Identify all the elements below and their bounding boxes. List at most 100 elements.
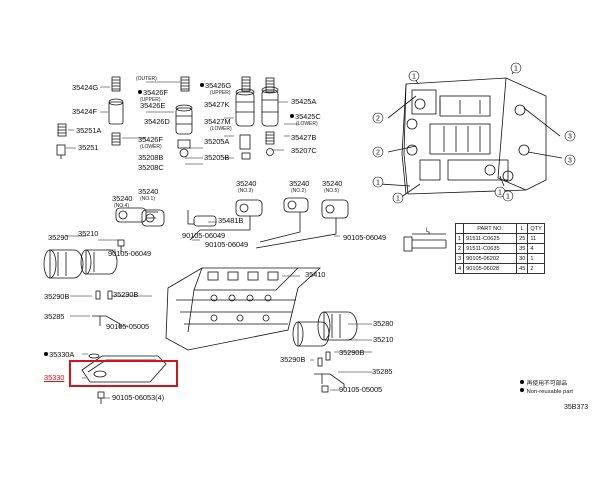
callout-3-a: 3	[564, 130, 576, 142]
label-35285-left: 35285	[44, 312, 65, 321]
table-header: QTY	[527, 223, 545, 234]
spring-35427b	[265, 131, 275, 145]
table-cell: 25	[516, 233, 529, 244]
label-35424f: 35424F	[72, 107, 97, 116]
callout-1-b: 1	[510, 62, 522, 74]
label-35285-right: 35285	[372, 367, 393, 376]
spring-35426f-upper	[180, 76, 190, 92]
label-35240-c: 35240	[236, 179, 257, 188]
table-cell: 1	[527, 253, 545, 264]
label-35426f-bottom: 35426F	[138, 135, 163, 144]
leader-lines	[66, 81, 372, 399]
dimension-bolt	[403, 232, 447, 252]
table-cell: 90105-06202	[463, 253, 518, 264]
label-35280: 35280	[373, 319, 394, 328]
label-35210-left: 35210	[78, 229, 99, 238]
label-90105-06049-b: 90105-06049	[205, 240, 249, 249]
table-cell: 91511-C0635	[463, 243, 518, 254]
callout-text: 1	[506, 194, 510, 201]
sublabel-lower-c: (LOWER)	[296, 121, 318, 127]
sublabel-no3: (NO.3)	[238, 188, 253, 194]
label-35290b-mid: 35290B	[113, 290, 139, 299]
callout-text: 3	[568, 134, 572, 141]
label-90105-05005-b: 90105-05005	[339, 385, 383, 394]
label-35410: 35410	[305, 270, 326, 279]
valve-body-35410	[165, 267, 322, 351]
plug-35426e	[175, 104, 193, 135]
callout-text: 1	[376, 180, 380, 187]
bolt-parts-table: PART NO. L QTY 1 91511-C0625 25 11 2 915…	[454, 223, 545, 274]
sublabel-upper-b: (UPPER)	[210, 90, 231, 96]
non-reusable-dot	[44, 352, 48, 356]
label-35240-e: 35240	[322, 179, 343, 188]
label-90105-06049-c: 90105-06049	[343, 233, 387, 242]
label-90105-06049-a: 90105-06049	[182, 231, 226, 240]
table-cell: 91511-C0625	[463, 233, 518, 244]
diagram-reference-code: 35B373	[564, 404, 589, 411]
label-35427k: 35427K	[204, 100, 230, 109]
callout-1-a: 1	[408, 70, 420, 82]
legend-line-en: Non-reusable part	[520, 388, 573, 396]
label-35330-highlighted[interactable]: 35330	[44, 373, 65, 382]
label-35208c: 35208C	[138, 163, 164, 172]
label-90105-05005-a: 90105-05005	[106, 322, 150, 331]
callout-text: 2	[376, 150, 380, 157]
label-35290: 35290	[48, 233, 69, 242]
spring-35424g	[111, 76, 121, 92]
callout-1-d: 1	[392, 192, 404, 204]
table-cell: 90105-06028	[463, 263, 518, 274]
sublabel-no5: (NO.5)	[324, 188, 339, 194]
callout-2-b: 2	[372, 146, 384, 158]
solenoid-35481b	[193, 215, 217, 227]
sublabel-lower-a: (LOWER)	[140, 144, 162, 150]
table-cell: 11	[527, 233, 545, 244]
table-row: 3 90105-06202 30 1	[454, 253, 545, 264]
spring-35426g	[241, 76, 275, 93]
plug-35205a	[239, 134, 251, 160]
non-reusable-dot	[520, 380, 524, 384]
bolt-90105-06053	[97, 391, 105, 404]
plug-35424f	[108, 98, 124, 125]
label-35426g: 35426G	[200, 82, 231, 90]
label-35205b: 35205B	[204, 153, 230, 162]
table-header: L	[516, 223, 529, 234]
label-35290b-right1: 35290B	[339, 348, 365, 357]
valve-body-assembly-overview	[379, 67, 563, 199]
label-35210-right: 35210	[373, 335, 394, 344]
oring-35330a	[88, 353, 100, 359]
label-35427b: 35427B	[291, 133, 317, 142]
legend-line-jp: 再使用不可部品	[520, 380, 573, 388]
non-reusable-dot	[290, 114, 294, 118]
table-cell: 2	[527, 263, 545, 274]
solenoid-35240-no3	[235, 199, 263, 230]
spring-35426f-lower	[111, 132, 121, 146]
label-35240-d: 35240	[289, 179, 310, 188]
sublabel-lower-b: (LOWER)	[210, 126, 232, 132]
table-cell: 30	[516, 253, 529, 264]
label-35240-a: 35240	[112, 194, 133, 203]
plug-35426d	[177, 139, 191, 149]
label-35426e: 35426E	[140, 101, 166, 110]
label-90105-06053: 90105-06053(4)	[112, 393, 164, 402]
plug-35290b-left	[95, 290, 101, 300]
label-35290b-right2: 35290B	[280, 355, 306, 364]
sublabel-no4: (NO.4)	[114, 203, 129, 209]
non-reusable-dot	[520, 388, 524, 392]
table-cell: 3	[454, 253, 465, 264]
wire-harness	[187, 210, 337, 249]
callout-2-a: 2	[372, 112, 384, 124]
callout-text: 1	[498, 190, 502, 197]
table-row: 4 90105-06028 45 2	[454, 263, 545, 274]
callout-text: 2	[376, 116, 380, 123]
legend-text-jp: 再使用不可部品	[526, 381, 568, 387]
plug-35290b-mid	[107, 290, 113, 300]
solenoid-35280	[317, 311, 358, 341]
table-header	[454, 223, 465, 234]
table-cell: 35	[516, 243, 529, 254]
legend-text-en: Non-reusable part	[526, 389, 574, 395]
label-35425a: 35425A	[291, 97, 317, 106]
label-35240-b: 35240	[138, 187, 159, 196]
bolt-right	[321, 385, 329, 393]
label-35251a: 35251A	[76, 126, 102, 135]
